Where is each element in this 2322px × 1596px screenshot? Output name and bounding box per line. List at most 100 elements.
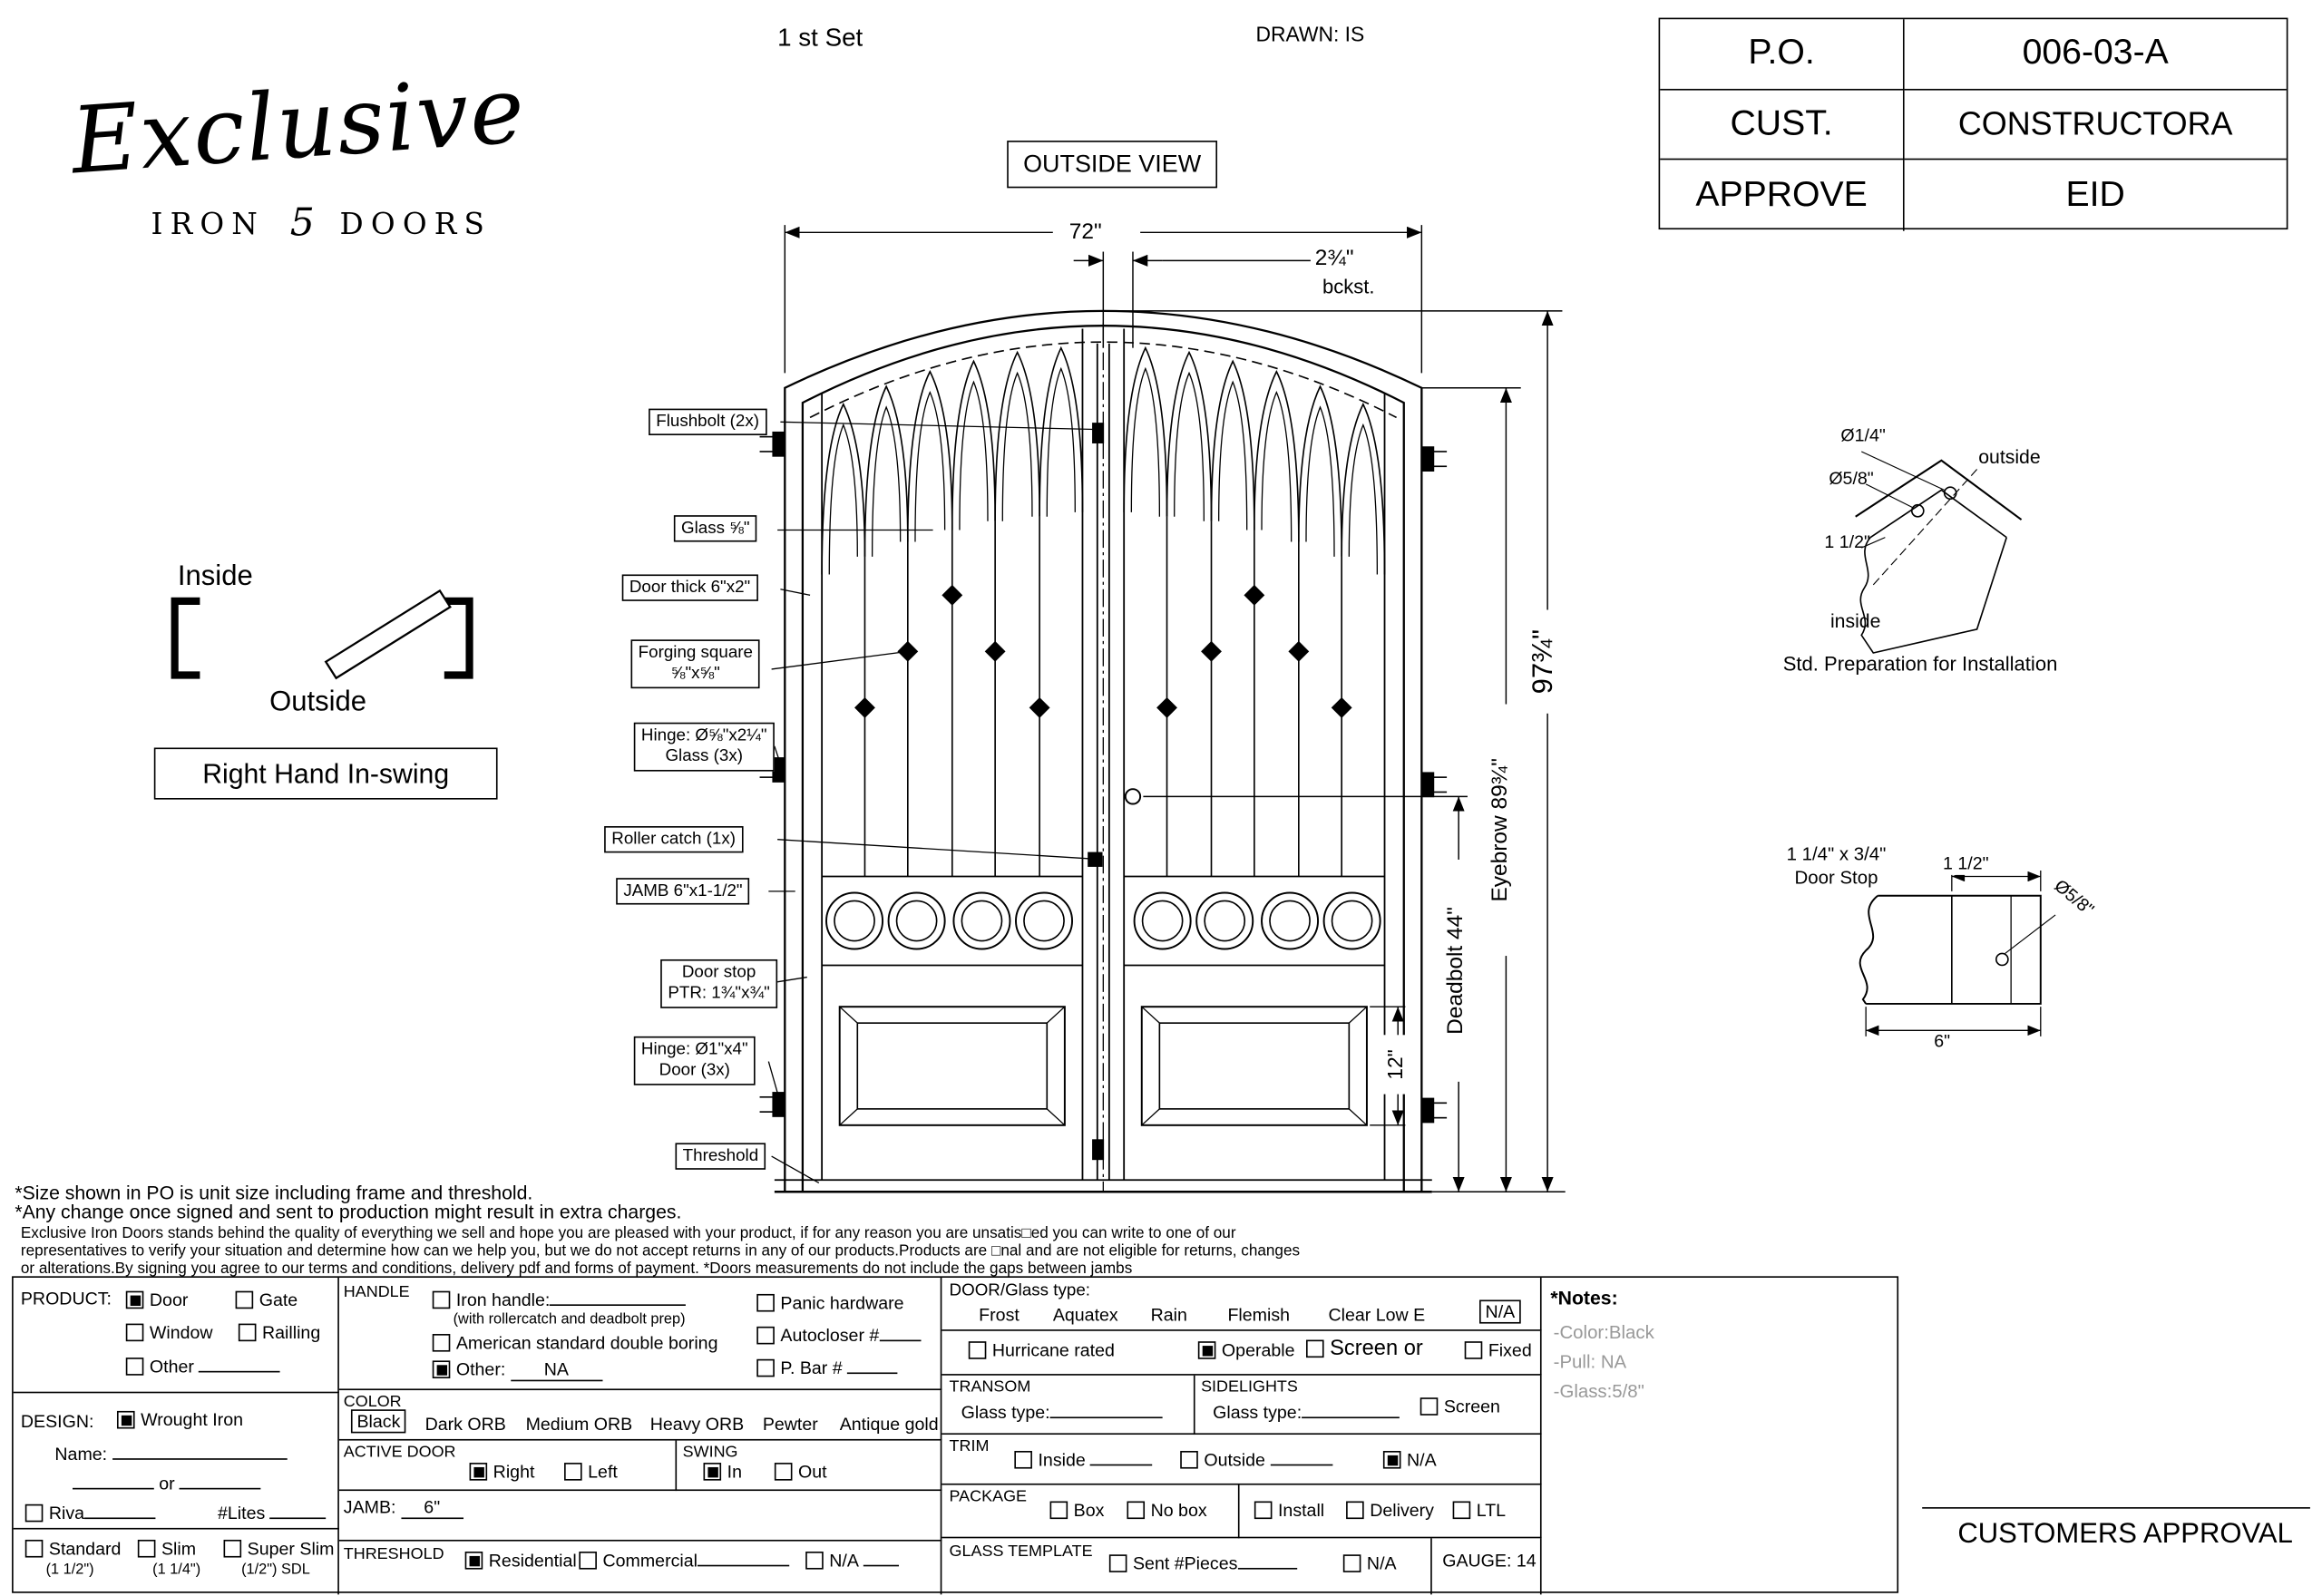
callout-door-stop: Door stop PTR: 1¾"x¾" (660, 959, 777, 1008)
super-slim-sub: (1/2") SDL (241, 1562, 310, 1579)
riva-label: Riva (48, 1503, 85, 1523)
cust-label: CUST. (1660, 90, 1905, 161)
order-form: PRODUCT: Door Gate Window Railling Other… (12, 1276, 1899, 1595)
threshold-cell (339, 1541, 942, 1595)
glass-frost: Frost (979, 1304, 1020, 1326)
sent-pieces-checkbox (1108, 1554, 1127, 1572)
disclaimer-line1: *Size shown in PO is unit size including… (15, 1181, 533, 1204)
callout-flushbolt: Flushbolt (2x) (649, 408, 767, 436)
window-checkbox (125, 1323, 144, 1342)
left-checkbox (564, 1463, 582, 1481)
logo-subtitle: IRON 5 DOORS (151, 201, 493, 246)
notes-pull: -Pull: NA (1553, 1351, 1627, 1373)
wrought-iron-checkbox (116, 1410, 135, 1429)
swing-title: SWING (682, 1443, 738, 1462)
prep-dim: 1 1/2" (1824, 531, 1870, 552)
gauge-divider (1430, 1538, 1432, 1595)
product-cell (13, 1277, 339, 1394)
autocloser-blank (879, 1325, 922, 1342)
handle-cell (338, 1277, 942, 1391)
logo-iron: IRON (151, 205, 266, 242)
approve-label: APPROVE (1660, 160, 1905, 231)
super-slim-checkbox (223, 1539, 242, 1558)
trim-outside-blank (1270, 1449, 1332, 1466)
notes-title: *Notes: (1550, 1286, 1618, 1309)
glass-type-title: DOOR/Glass type: (949, 1281, 1090, 1300)
trim-inside-blank (1090, 1449, 1153, 1466)
template-na-checkbox (1342, 1554, 1361, 1572)
dim-backset: 2¾" (1314, 246, 1354, 271)
operable-checkbox (1197, 1341, 1216, 1359)
disclaimer-line2: *Any change once signed and sent to prod… (15, 1201, 682, 1223)
iron-handle-checkbox (432, 1290, 451, 1309)
customers-approval-label: CUSTOMERS APPROVAL (1957, 1519, 2293, 1551)
callout-text: Hinge: Ø⅝"x2¼" (640, 726, 767, 745)
cust-value: CONSTRUCTORA (1904, 90, 2287, 161)
install-label: Install (1277, 1499, 1325, 1521)
standard-label: Standard (48, 1538, 122, 1560)
logo-ornament-icon: 5 (289, 201, 315, 247)
delivery-label: Delivery (1370, 1499, 1434, 1521)
callout-text: ⅝"x⅝" (670, 665, 720, 684)
swing-in-label: In (727, 1461, 742, 1483)
color-cell (338, 1390, 942, 1441)
sidelights-divider (1193, 1375, 1195, 1435)
callout-text: Glass ⅝" (681, 520, 750, 538)
right-label: Right (493, 1461, 535, 1483)
dim-eyebrow: Eyebrow 89¾" (1487, 704, 1513, 957)
outside-view-label: OUTSIDE VIEW (1007, 141, 1218, 189)
design-name-label: Name: (54, 1443, 108, 1465)
trim-outside-checkbox (1180, 1450, 1198, 1469)
template-na-label: N/A (1366, 1552, 1397, 1574)
dim-deadbolt: Deadbolt 44" (1442, 859, 1468, 1082)
standard-checkbox (24, 1539, 44, 1558)
disclaimer-line3: Exclusive Iron Doors stands behind the q… (20, 1224, 1236, 1242)
design-or-label: or (159, 1473, 175, 1494)
logo-doors: DOORS (339, 205, 493, 242)
screen-or-checkbox (1305, 1339, 1324, 1358)
door-elevation-drawing (759, 225, 1566, 1193)
glass-flemish: Flemish (1227, 1304, 1291, 1326)
trim-outside-label: Outside (1204, 1449, 1265, 1471)
glass-clear-low-e: Clear Low E (1328, 1304, 1426, 1326)
transom-cell (941, 1375, 1542, 1435)
active-door-title: ACTIVE DOOR (343, 1443, 456, 1462)
size-cell (14, 1529, 339, 1595)
panic-label: Panic hardware (780, 1292, 904, 1314)
prep-outside-label: outside (1978, 445, 2041, 468)
ltl-label: LTL (1476, 1499, 1507, 1521)
trim-na-label: N/A (1407, 1449, 1437, 1471)
screen-or-label: Screen or (1330, 1337, 1423, 1361)
trim-title: TRIM (949, 1437, 990, 1455)
design-or-blank1 (72, 1473, 154, 1490)
callout-text: Roller catch (1x) (611, 830, 736, 849)
callout-text: Glass (3x) (665, 748, 744, 766)
no-box-checkbox (1127, 1501, 1146, 1520)
prep-dia-quarter: Ø1/4" (1840, 424, 1886, 446)
handle-other-checkbox (432, 1360, 451, 1378)
logo-exclusive: Exclusive (67, 55, 530, 195)
delivery-checkbox (1346, 1501, 1364, 1520)
door-label: Door (149, 1289, 189, 1310)
doorstop-detail-drawing (1859, 870, 2056, 1036)
set-label: 1 st Set (777, 24, 863, 53)
callout-glass: Glass ⅝" (673, 515, 757, 543)
disclaimer-line4: representatives to verify your situation… (20, 1241, 1301, 1260)
sidelights-screen-checkbox (1420, 1397, 1439, 1416)
sidelights-glass-blank (1302, 1402, 1400, 1419)
slim-label: Slim (161, 1538, 197, 1560)
inside-label: Inside (177, 560, 253, 593)
color-title: COLOR (343, 1393, 402, 1411)
callout-text: Door stop (681, 963, 756, 982)
operable-label: Operable (1221, 1339, 1295, 1361)
disclaimer-line5: or alterations.By signing you agree to o… (20, 1260, 1133, 1278)
trim-inside-checkbox (1014, 1450, 1032, 1469)
handle-other-label: Other: (455, 1358, 506, 1380)
callout-text: Door thick 6"x2" (629, 579, 751, 597)
american-boring-label: American standard double boring (455, 1332, 718, 1354)
swing-in-checkbox (703, 1463, 722, 1481)
notes-color: -Color:Black (1553, 1321, 1654, 1343)
swing-out-label: Out (797, 1461, 827, 1483)
callout-text: Threshold (682, 1147, 759, 1165)
